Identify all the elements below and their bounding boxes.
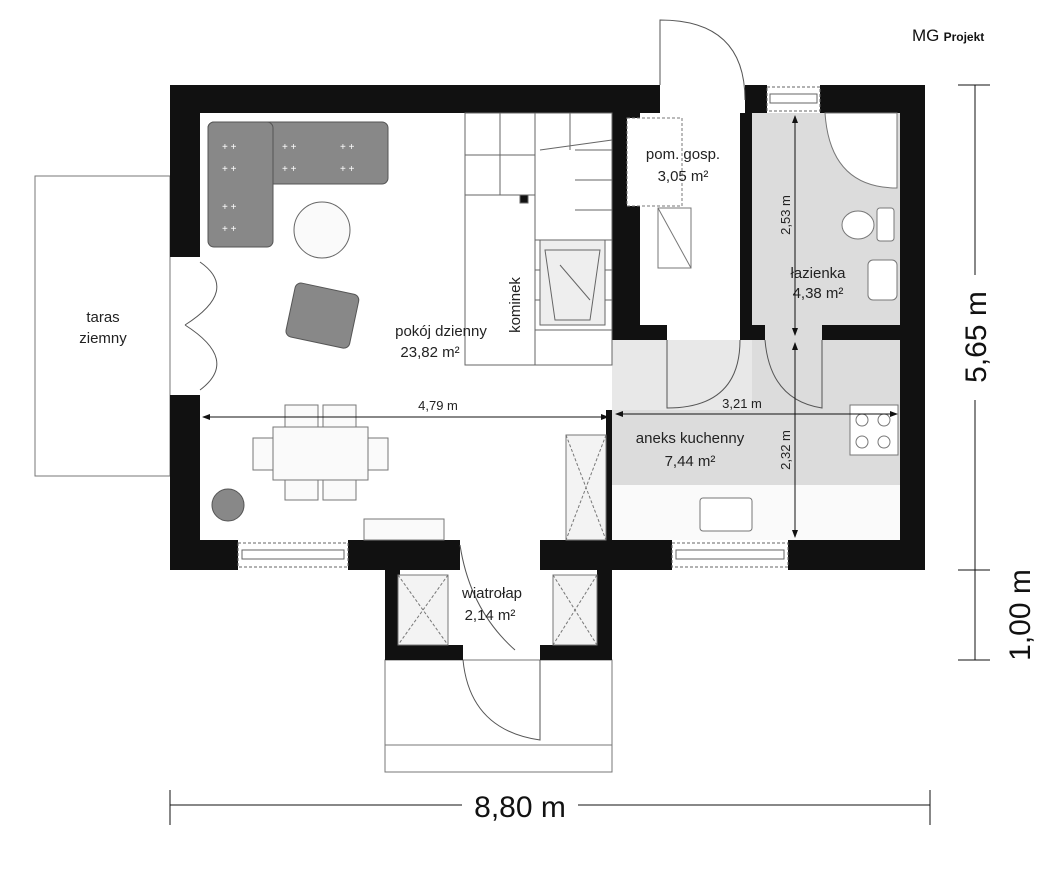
logo-mark: MG (912, 26, 940, 45)
total-width-dimension: 8,80 m (474, 791, 566, 824)
stairs (464, 112, 613, 366)
utility-room-name: pom. gosp. (646, 146, 720, 163)
svg-text:+ +: + + (340, 142, 355, 153)
utility-appliance (626, 117, 683, 207)
doors (184, 19, 823, 741)
utility-room-area: 3,05 m² (658, 168, 709, 185)
living-room-area: 23,82 m² (400, 344, 459, 361)
kitchen-fixtures (612, 404, 900, 540)
bathroom-fixtures (824, 112, 898, 301)
vestibule-name: wiatrołap (461, 585, 522, 602)
svg-text:+ +: + + (222, 142, 237, 153)
svg-text:+ +: + + (282, 142, 297, 153)
dining-set (252, 404, 389, 501)
svg-text:+ +: + + (340, 164, 355, 175)
terrace (34, 175, 171, 477)
sofa-cushion-marks: + + + + + + + + + + + + + + + + (222, 142, 355, 235)
armchair (285, 282, 360, 349)
dimension-lines (169, 84, 990, 825)
kitchen-width-dimension: 3,21 m (722, 396, 762, 411)
sofa (207, 121, 389, 248)
bathroom-depth-dimension: 2,53 m (778, 195, 793, 235)
logo-name: Projekt (943, 30, 985, 44)
kitchen-depth-dimension: 2,32 m (778, 430, 793, 470)
vestibule-depth-dimension: 1,00 m (1004, 569, 1037, 661)
kitchen-area: 7,44 m² (665, 453, 716, 470)
terrace-label-1: taras (86, 309, 119, 326)
living-room-name: pokój dzienny (395, 323, 487, 340)
total-depth-dimension: 5,65 m (960, 291, 993, 383)
svg-text:+ +: + + (282, 164, 297, 175)
coffee-table (293, 201, 351, 259)
kitchen-name: aneks kuchenny (636, 430, 745, 447)
bathroom-area: 4,38 m² (793, 285, 844, 302)
wardrobes (397, 434, 607, 646)
bathroom-name: łazienka (790, 265, 846, 282)
living-width-dimension: 4,79 m (418, 398, 458, 413)
svg-text:+ +: + + (222, 164, 237, 175)
vestibule-area: 2,14 m² (465, 607, 516, 624)
fireplace-label: kominek (507, 277, 524, 333)
plant (211, 488, 245, 522)
svg-text:+ +: + + (222, 224, 237, 235)
walls (170, 85, 925, 660)
terrace-label-2: ziemny (79, 330, 127, 347)
svg-text:+ +: + + (222, 202, 237, 213)
entrance-step (384, 659, 613, 773)
windows (237, 86, 821, 568)
mg-projekt-logo: MG Projekt (912, 26, 984, 46)
tv-cabinet (363, 518, 445, 541)
